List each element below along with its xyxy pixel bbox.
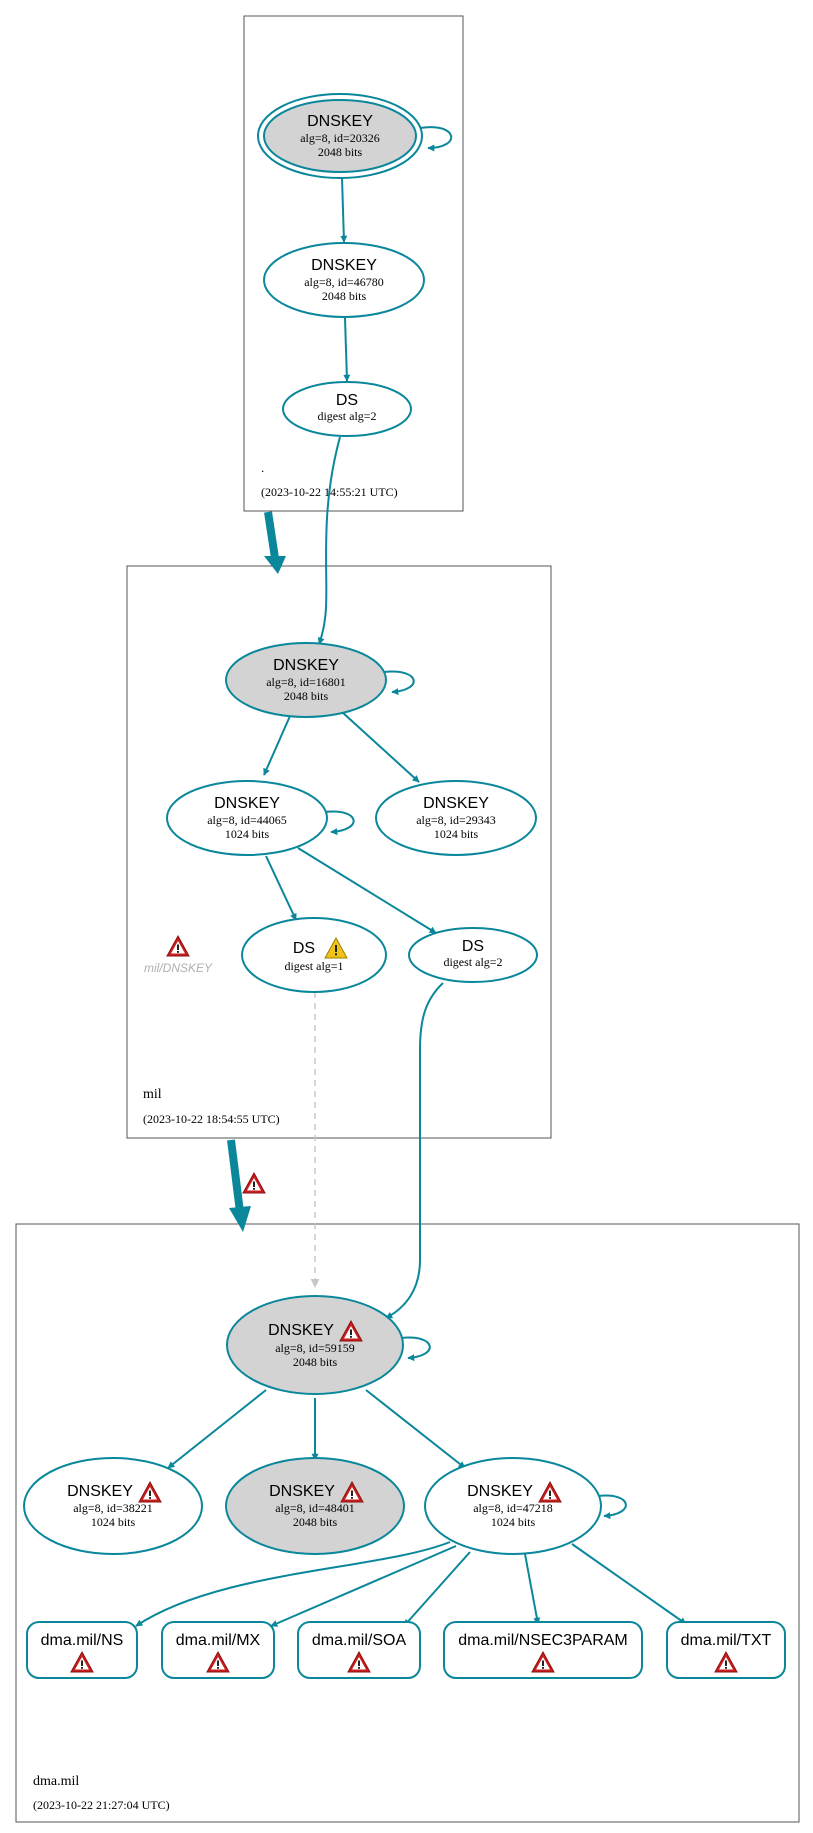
node-dma-38221-title: DNSKEY — [67, 1483, 133, 1500]
node-root-zsk-title: DNSKEY — [311, 257, 377, 274]
node-mil-dnskey-29343[interactable]: DNSKEY alg=8, id=29343 1024 bits — [375, 780, 537, 856]
node-root-ksk[interactable]: DNSKEY alg=8, id=20326 2048 bits — [257, 93, 423, 179]
node-dma-38221-line2: 1024 bits — [91, 1515, 136, 1529]
node-mil-29343-title: DNSKEY — [423, 795, 489, 812]
node-mil-ksk-line1: alg=8, id=16801 — [266, 675, 346, 689]
node-dma-zsk-title: DNSKEY — [467, 1483, 533, 1500]
node-mil-ds-digest2[interactable]: DS digest alg=2 — [408, 927, 538, 983]
zone-mil-timestamp: (2023-10-22 18:54:55 UTC) — [143, 1112, 280, 1126]
mil-dnskey-error-label: mil/DNSKEY — [144, 961, 213, 975]
edge-root-ds-mil-ksk — [317, 436, 341, 645]
edge-dma-zsk-self — [597, 1494, 627, 1520]
node-root-zsk[interactable]: DNSKEY alg=8, id=46780 2048 bits — [263, 242, 425, 318]
edge-mil-ksk-self — [383, 670, 415, 696]
zone-dma — [15, 1223, 800, 1823]
edge-mil-ksk-zsk — [263, 715, 291, 776]
edge-mil-ksk-29343 — [341, 711, 420, 783]
rrset-soa-label: dma.mil/SOA — [312, 1632, 407, 1649]
edge-mil-zsk-ds2 — [297, 847, 437, 934]
rrset-soa[interactable]: dma.mil/SOA — [297, 1621, 421, 1679]
node-dma-48401-line1: alg=8, id=48401 — [275, 1501, 355, 1515]
rrset-mx[interactable]: dma.mil/MX — [161, 1621, 275, 1679]
zone-dma-timestamp: (2023-10-22 21:27:04 UTC) — [33, 1798, 170, 1812]
edge-root-ksk-self — [419, 126, 452, 152]
node-mil-ds1-title: DS — [293, 940, 315, 957]
zone-mil-name: mil — [143, 1087, 162, 1102]
node-dma-ksk-title: DNSKEY — [268, 1322, 334, 1339]
edge-root-ksk-zsk — [340, 177, 348, 243]
delegation-arrow-head-root-mil — [264, 556, 286, 574]
rrset-nsec3param[interactable]: dma.mil/NSEC3PARAM — [443, 1621, 643, 1679]
edge-dma-ksk-self — [400, 1336, 431, 1362]
node-mil-29343-line2: 1024 bits — [434, 827, 479, 841]
edge-mil-zsk-self — [324, 810, 355, 836]
edge-dma-ksk-38221 — [167, 1389, 267, 1469]
delegation-arrow-root-mil — [264, 511, 279, 559]
delegation-arrow-mil-dma — [227, 1139, 244, 1213]
edge-dma-zsk-txt — [571, 1543, 687, 1625]
node-mil-ds2-line1: digest alg=2 — [443, 955, 502, 969]
delegation-warning-icon — [242, 1172, 266, 1194]
node-mil-zsk-line2: 1024 bits — [225, 827, 270, 841]
edge-mil-ds2-dma-ksk — [385, 982, 444, 1319]
node-dma-zsk-line2: 1024 bits — [491, 1515, 536, 1529]
node-mil-29343-line1: alg=8, id=29343 — [416, 813, 496, 827]
node-mil-ksk-title: DNSKEY — [273, 657, 339, 674]
zone-root-name: . — [261, 460, 264, 475]
zone-dma-name: dma.mil — [33, 1774, 79, 1789]
node-dma-48401-line2: 2048 bits — [293, 1515, 338, 1529]
node-dma-48401-title: DNSKEY — [269, 1483, 335, 1500]
edge-mil-zsk-ds1 — [265, 855, 297, 921]
node-mil-zsk-line1: alg=8, id=44065 — [207, 813, 287, 827]
node-dma-38221-line1: alg=8, id=38221 — [73, 1501, 153, 1515]
node-root-ksk-title: DNSKEY — [307, 113, 373, 130]
rrset-ns-label: dma.mil/NS — [41, 1632, 124, 1649]
edge-dma-zsk-mx — [270, 1545, 457, 1627]
rrset-txt[interactable]: dma.mil/TXT — [666, 1621, 786, 1679]
node-root-ds-title: DS — [336, 392, 358, 409]
node-dma-dnskey-38221[interactable]: DNSKEY alg=8, id=38221 1024 bits — [23, 1457, 203, 1555]
node-dma-ksk-line2: 2048 bits — [293, 1355, 338, 1369]
node-root-zsk-line1: alg=8, id=46780 — [304, 275, 384, 289]
edge-dma-zsk-soa — [403, 1551, 471, 1627]
rrset-txt-label: dma.mil/TXT — [681, 1632, 772, 1649]
node-mil-ds-digest1[interactable]: DS digest alg=1 — [241, 917, 387, 993]
node-dma-ksk[interactable]: DNSKEY alg=8, id=59159 2048 bits — [226, 1295, 404, 1395]
warning-icon — [166, 935, 190, 957]
node-mil-zsk-title: DNSKEY — [214, 795, 280, 812]
rrset-mx-label: dma.mil/MX — [176, 1632, 261, 1649]
node-dma-zsk-line1: alg=8, id=47218 — [473, 1501, 553, 1515]
node-root-ds-line1: digest alg=2 — [317, 409, 376, 423]
rrset-nsec3param-label: dma.mil/NSEC3PARAM — [458, 1632, 628, 1649]
node-dma-zsk[interactable]: DNSKEY alg=8, id=47218 1024 bits — [424, 1457, 602, 1555]
edge-dma-zsk-nsec3param — [524, 1553, 541, 1625]
node-root-ds[interactable]: DS digest alg=2 — [282, 381, 412, 437]
mil-dnskey-error[interactable]: mil/DNSKEY — [144, 935, 213, 975]
node-mil-ds1-line1: digest alg=1 — [284, 959, 343, 973]
edge-dma-ksk-47218 — [365, 1389, 466, 1469]
node-mil-ksk[interactable]: DNSKEY alg=8, id=16801 2048 bits — [225, 642, 387, 718]
rrset-ns[interactable]: dma.mil/NS — [26, 1621, 138, 1679]
node-dma-ksk-line1: alg=8, id=59159 — [275, 1341, 355, 1355]
node-mil-zsk[interactable]: DNSKEY alg=8, id=44065 1024 bits — [166, 780, 328, 856]
delegation-arrow-head-mil-dma — [229, 1206, 251, 1232]
node-mil-ksk-line2: 2048 bits — [284, 689, 329, 703]
edge-dma-zsk-ns — [135, 1541, 451, 1627]
edge-root-zsk-ds — [343, 317, 351, 382]
node-mil-ds2-title: DS — [462, 938, 484, 955]
zone-root — [243, 15, 464, 512]
zone-mil — [126, 565, 552, 1139]
node-root-ksk-line2: 2048 bits — [318, 145, 363, 159]
node-root-ksk-line1: alg=8, id=20326 — [300, 131, 380, 145]
node-dma-dnskey-48401[interactable]: DNSKEY alg=8, id=48401 2048 bits — [225, 1457, 405, 1555]
node-root-zsk-line2: 2048 bits — [322, 289, 367, 303]
